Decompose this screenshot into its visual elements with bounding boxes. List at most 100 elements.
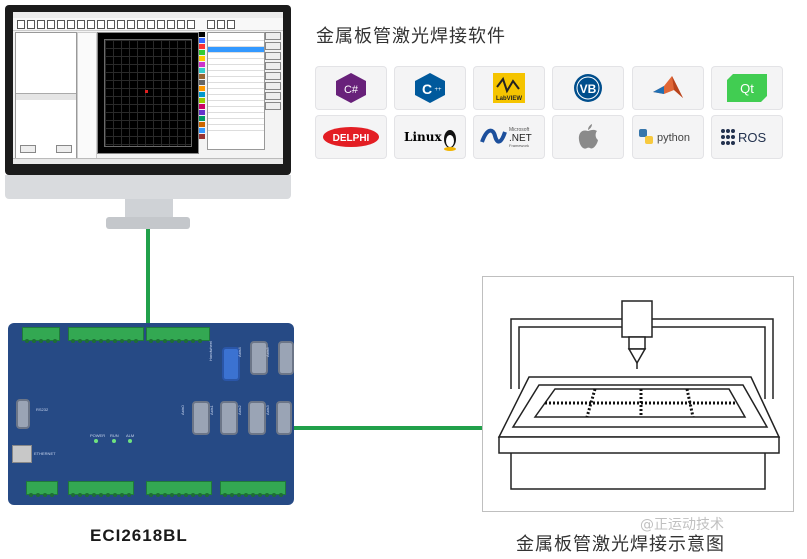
toolbar-tool-icon [57,20,65,29]
side-button[interactable] [265,32,281,40]
terminal-block [220,481,286,497]
toolbar-tool-icon [217,20,225,29]
toolbar-tool-icon [137,20,145,29]
toolbar-tool-icon [17,20,25,29]
side-buttons [265,32,281,112]
toolbar-tool-icon [187,20,195,29]
layer-colors [199,32,205,150]
axis-connector [192,401,210,435]
terminal-block [68,327,144,343]
origin-marker [145,90,148,93]
led-label-power: POWER [90,433,106,438]
ethernet-label: ETHERNET [34,451,56,456]
toolbar-tool-icon [117,20,125,29]
toolbar-tool-icon [47,20,55,29]
canvas-grid [104,39,192,147]
toolbar-tool-icon [87,20,95,29]
axis-label: Axis2 [237,405,242,415]
delphi-label: DELPHI [333,133,370,144]
toolbar-tool-icon [107,20,115,29]
toolbar-tool-icon [147,20,155,29]
apple-icon [578,124,598,149]
qt-label: Qt [740,81,754,96]
tile-labview: LabVIEW [474,67,544,109]
handwheel-connector [222,347,240,381]
software-screen [13,12,283,164]
power-led [94,439,98,443]
controller-model-label: ECI2618BL [90,526,188,545]
ethernet-port [12,445,32,463]
tile-vb: VB [553,67,623,109]
toolbar-tool-icon [127,20,135,29]
status-bar [13,158,283,164]
object-list-pane [15,32,77,162]
software-title: 金属板管激光焊接软件 [316,26,506,47]
rs232-connector [16,399,30,429]
log-text [18,101,74,141]
cpp-icon: C ++ [415,73,445,103]
linux-label: Linux [404,130,442,144]
side-button[interactable] [265,62,281,70]
matlab-icon [653,76,683,98]
axis-connector [250,341,268,375]
cpp-plus-glyph: ++ [434,87,442,93]
csharp-icon: C# [336,73,366,103]
ros-icon: ROS [721,129,767,145]
tile-delphi: DELPHI [316,116,386,158]
led-label-alm: ALM [126,433,135,438]
side-button[interactable] [265,92,281,100]
run-led [112,439,116,443]
side-button[interactable] [265,72,281,80]
tile-linux: Linux [395,116,465,158]
qt-icon: Qt [727,74,767,102]
side-button[interactable] [265,52,281,60]
axis-label: Axis0 [180,405,185,415]
led-label-run: RUN [110,433,119,438]
side-button[interactable] [265,42,281,50]
axis-label: Axis5 [265,347,270,357]
cable-monitor-to-controller [146,229,150,324]
vb-icon: VB [574,74,602,102]
welding-schematic-frame [482,276,794,512]
watermark: @正运动技术 [640,517,724,533]
toolbar-tool-icon [207,20,215,29]
tile-ros: ROS [712,116,782,158]
controller-board: RS232 ETHERNET Handwheel Axis0 Axis1 Axi… [8,323,294,505]
axis-connector [278,341,294,375]
dotnet-label: .NET [509,133,532,144]
tab-objects[interactable] [16,93,76,100]
toolbar-tool-icon [97,20,105,29]
drawing-canvas[interactable] [97,32,199,154]
cpp-label: C [422,81,432,97]
pane-button[interactable] [20,145,36,153]
python-label: python [657,132,690,144]
toolbar-tool-icon [27,20,35,29]
welding-machine-drawing [497,300,781,490]
dotnet-icon: Microsoft .NET Framework [480,127,532,148]
tile-matlab [633,67,703,109]
toolbar-tool-icon [157,20,165,29]
linux-icon: Linux [404,130,456,151]
csharp-label: C# [344,84,359,96]
property-pane [207,32,265,150]
side-button[interactable] [265,102,281,110]
monitor-chin [5,175,291,199]
tile-python: python [633,116,703,158]
axis-connector [276,401,292,435]
toolbar-tool-icon [227,20,235,29]
dotnet-sublabel: Microsoft [509,127,530,133]
axis-connector [248,401,266,435]
terminal-block [146,327,210,343]
pane-button[interactable] [56,145,72,153]
terminal-block [22,327,60,343]
monitor-stand-base [106,217,190,229]
handwheel-label: Handwheel [208,340,213,361]
labview-icon: LabVIEW [493,73,525,103]
cable-controller-to-machine [294,426,483,430]
ros-label: ROS [738,130,767,145]
side-button[interactable] [265,82,281,90]
tile-qt: Qt [712,67,782,109]
toolbar-tool-icon [77,20,85,29]
dotnet-sublabel2: Framework [509,143,529,148]
toolbar-tool-icon [167,20,175,29]
